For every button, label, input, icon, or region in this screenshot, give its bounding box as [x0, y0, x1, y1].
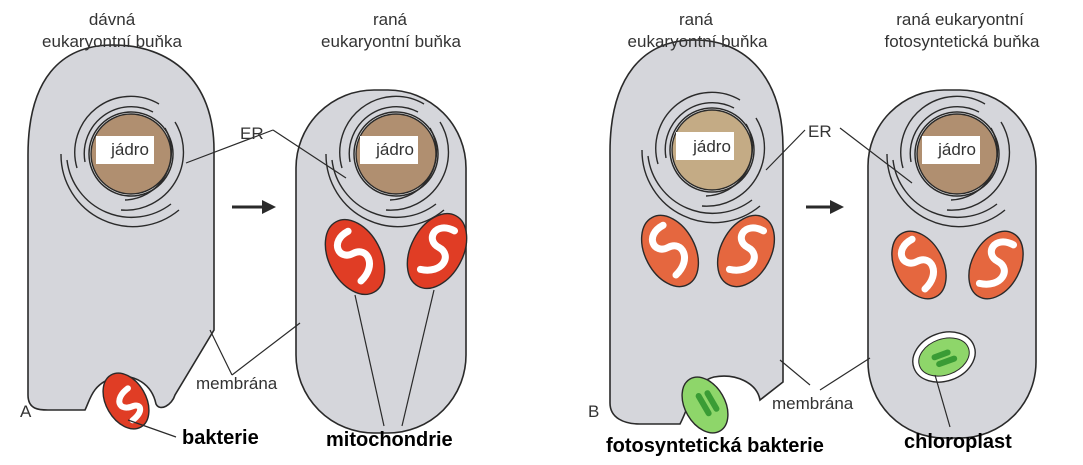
nucleus-label: jádro [682, 137, 742, 157]
early-cell-b-title-line1: raná [636, 10, 756, 30]
membrane-label: membrána [772, 394, 853, 414]
mitochondria-label: mitochondrie [326, 430, 453, 450]
transition-arrow-icon [232, 200, 276, 214]
transition-arrow-icon [806, 200, 844, 214]
early-cell-title-line2: eukaryontní buňka [296, 32, 486, 52]
panel-letter-a: A [20, 402, 31, 422]
photosynthetic-cell-title-line1: raná eukaryontní [870, 10, 1050, 30]
panel-letter-b: B [588, 402, 599, 422]
er-label: ER [808, 122, 832, 142]
early-cell-b-title-line2: eukaryontní buňka [610, 32, 785, 52]
nucleus-label: jádro [927, 140, 987, 160]
nucleus-label: jádro [100, 140, 160, 160]
photosynthetic-cell-title-line2: fotosyntetická buňka [862, 32, 1062, 52]
er-label: ER [240, 124, 264, 144]
ancient-cell-title-line1: dávná [52, 10, 172, 30]
nucleus-label: jádro [365, 140, 425, 160]
photosynthetic-bacterium-label: fotosyntetická bakterie [606, 436, 824, 456]
membrane-label: membrána [196, 374, 277, 394]
ancient-cell-membrane [28, 45, 214, 410]
ancient-cell-title-line2: eukaryontní buňka [32, 32, 192, 52]
chloroplast-label: chloroplast [904, 432, 1012, 452]
bacterium-label: bakterie [182, 428, 259, 448]
early-cell-title-line1: raná [330, 10, 450, 30]
